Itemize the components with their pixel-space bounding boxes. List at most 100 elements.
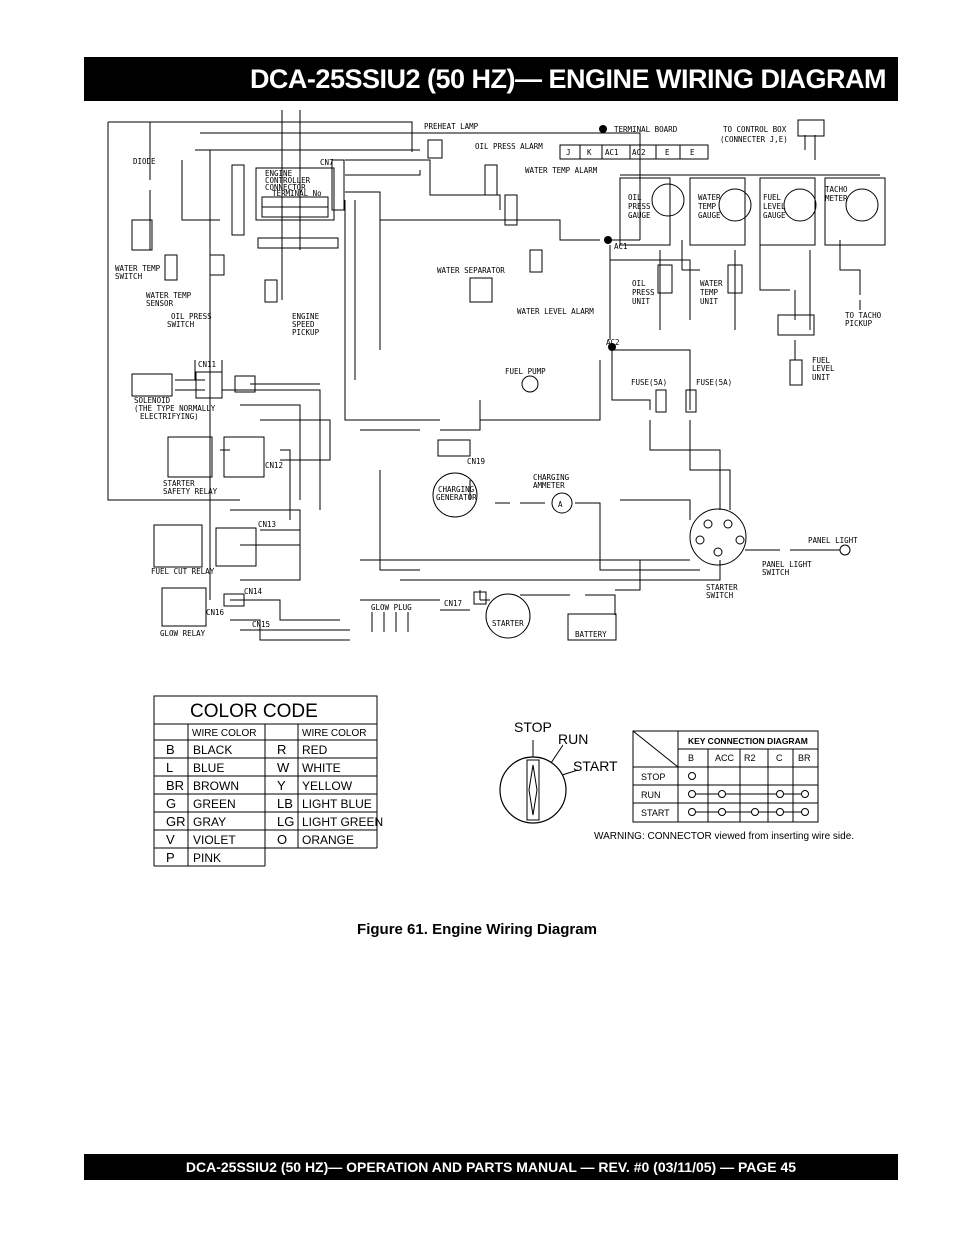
color-code-left-name: PINK xyxy=(193,851,221,865)
label-starter-safety-relay: STARTER xyxy=(163,479,195,488)
control-box-connector-icon xyxy=(797,119,825,137)
label-terminal-no: TERMINAL No xyxy=(272,189,322,198)
key-warning: WARNING: CONNECTOR viewed from inserting… xyxy=(594,831,854,842)
color-code-right-name: LIGHT BLUE xyxy=(302,797,372,811)
label-cn17: CN17 xyxy=(444,599,462,608)
color-code-right-name: ORANGE xyxy=(302,833,354,847)
color-code-left-name: VIOLET xyxy=(193,833,236,847)
terminal-board-icon xyxy=(599,125,607,133)
color-code-right-code: R xyxy=(277,742,286,757)
label-battery: BATTERY xyxy=(575,630,607,639)
color-code-left-code: V xyxy=(166,832,175,847)
figure-caption: Figure 61. Engine Wiring Diagram xyxy=(357,921,597,938)
label-fuel-level-gauge-3: GAUGE xyxy=(763,211,786,220)
oil-press-alarm-icon xyxy=(484,164,498,196)
key-table-row: RUN xyxy=(641,790,661,800)
terminal-board: J K AC1 AC2 E E xyxy=(559,125,709,160)
label-charging-ammeter: CHARGING xyxy=(533,473,570,482)
oil-press-switch-icon xyxy=(209,254,225,276)
key-contact xyxy=(718,808,726,816)
label-charging-generator: CHARGING xyxy=(438,485,475,494)
label-engine-speed: ENGINE xyxy=(292,312,320,321)
color-code-left-code: P xyxy=(166,850,175,865)
label-water-temp-gauge-2: TEMP xyxy=(698,202,717,211)
color-code-right-name: YELLOW xyxy=(302,779,353,793)
label-starter-switch-2: SWITCH xyxy=(706,591,734,600)
glow-relay-icon xyxy=(161,587,207,627)
ac1-terminal-icon xyxy=(604,236,612,244)
label-water-temp-unit-2: TEMP xyxy=(700,288,719,297)
label-water-temp-gauge: WATER xyxy=(698,193,721,202)
gauges xyxy=(619,177,886,246)
color-code-left-code: B xyxy=(166,742,175,757)
color-code-left-code: BR xyxy=(166,778,184,793)
starter-switch-icon xyxy=(689,508,747,566)
key-contact xyxy=(688,772,696,780)
fuse1-icon xyxy=(655,389,667,413)
key-contact xyxy=(801,808,809,816)
label-panel-light: PANEL LIGHT xyxy=(808,536,858,545)
label-charging-ammeter-2: AMMETER xyxy=(533,481,565,490)
key-contact xyxy=(751,808,759,816)
label-tacho-meter-2: METER xyxy=(825,194,848,203)
label-fuel-level-unit-2: LEVEL xyxy=(812,364,835,373)
label-engine-speed-2: SPEED xyxy=(292,320,315,329)
cn14-connector-icon xyxy=(223,593,245,607)
color-code-title: COLOR CODE xyxy=(190,701,318,722)
label-engine-speed-3: PICKUP xyxy=(292,328,320,337)
label-oil-press-alarm: OIL PRESS ALARM xyxy=(475,142,543,151)
label-starter-safety-relay-2: SAFETY RELAY xyxy=(163,487,218,496)
cn13-connector-icon xyxy=(215,527,257,567)
color-code-right-name: LIGHT GREEN xyxy=(302,815,383,829)
fuel-level-connector-icon xyxy=(777,314,815,336)
label-ac2: AC2 xyxy=(606,338,620,347)
key-contact xyxy=(801,790,809,798)
color-code-right-name: RED xyxy=(302,743,328,757)
water-temp-gauge-icon xyxy=(718,188,752,222)
key-contact xyxy=(688,790,696,798)
label-fuel-level-unit: FUEL xyxy=(812,356,831,365)
key-contact xyxy=(776,808,784,816)
label-glow-plug: GLOW PLUG xyxy=(371,603,412,612)
tb-e2: E xyxy=(690,148,695,157)
color-code-right-code: O xyxy=(277,832,287,847)
preheat-lamp-icon xyxy=(427,139,443,159)
key-table-row: START xyxy=(641,808,670,818)
ac2-terminal-icon xyxy=(608,343,616,351)
tb-e1: E xyxy=(665,148,670,157)
color-code-left-code: GR xyxy=(166,814,186,829)
label-diode: DIODE xyxy=(133,157,156,166)
battery-icon xyxy=(567,613,617,641)
fuel-level-unit-icon xyxy=(789,359,803,386)
label-cn19: CN19 xyxy=(467,457,485,466)
tacho-meter-icon xyxy=(845,188,879,222)
glow-plug-icon xyxy=(371,612,409,632)
color-code-left-name: BLUE xyxy=(193,761,224,775)
label-charging-generator-2: GENERATOR xyxy=(436,493,477,502)
label-starter-switch: STARTER xyxy=(706,583,738,592)
panel-light-icon xyxy=(839,544,851,556)
fuel-level-gauge-icon xyxy=(783,188,817,222)
label-water-temp-unit-3: UNIT xyxy=(700,297,719,306)
label-fuel-level-unit-3: UNIT xyxy=(812,373,831,382)
label-water-temp-unit: WATER xyxy=(700,279,723,288)
tb-ac1: AC1 xyxy=(605,148,619,157)
water-temp-sensor-icon xyxy=(164,254,178,281)
cn12-connector-icon xyxy=(223,436,265,478)
label-engine-controller-2: CONTROLLER xyxy=(265,176,311,185)
label-panel-light-switch: PANEL LIGHT xyxy=(762,560,812,569)
water-temp-unit-icon xyxy=(727,264,743,294)
color-code-left-name: GRAY xyxy=(193,815,226,829)
label-solenoid: SOLENOID xyxy=(134,396,171,405)
key-switch: STOP RUN START xyxy=(499,719,618,824)
color-code-left-name: BROWN xyxy=(193,779,239,793)
label-preheat-lamp: PREHEAT LAMP xyxy=(424,122,479,131)
fuel-pump-icon xyxy=(521,375,539,393)
wiring-lines xyxy=(107,110,880,641)
tb-k: K xyxy=(587,148,592,157)
key-table-column: ACC xyxy=(715,753,735,763)
label-oil-press-switch-2: SWITCH xyxy=(167,320,195,329)
solenoid-icon xyxy=(131,373,173,397)
